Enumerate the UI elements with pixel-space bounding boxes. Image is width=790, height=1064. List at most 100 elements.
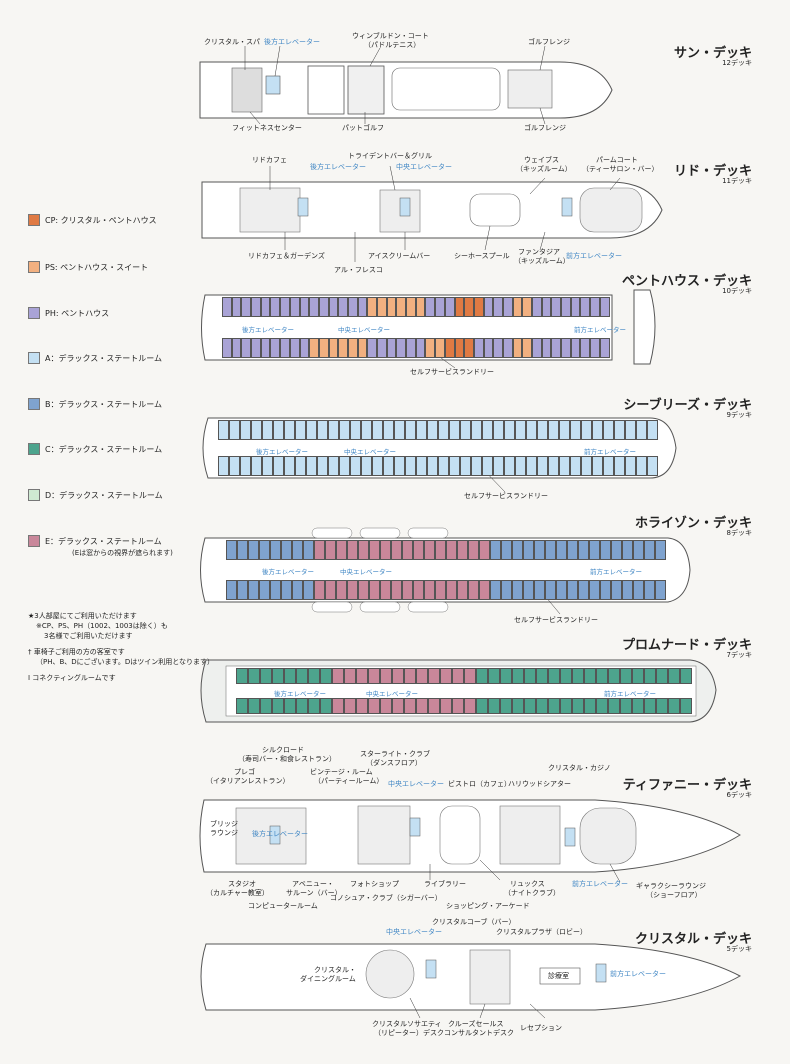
cabin	[501, 580, 512, 600]
label-library: ライブラリー	[424, 880, 466, 888]
cabin	[556, 540, 567, 560]
cabin	[424, 580, 435, 600]
cabin	[347, 580, 358, 600]
cabin	[501, 540, 512, 560]
crystal-deck-num: 5デッキ	[726, 945, 752, 953]
cabin	[473, 338, 484, 358]
cabin	[248, 540, 259, 560]
cabin	[483, 297, 494, 317]
horizon-fwd-elev: 前方エレベーター	[590, 568, 642, 576]
cabin	[350, 420, 361, 440]
cabin	[589, 580, 600, 600]
legend-item-a: A：デラックス・ステートルーム	[28, 352, 162, 364]
cabin	[548, 668, 560, 684]
label-shopping: ショッピング・アーケード	[446, 902, 530, 910]
cabin	[532, 297, 542, 317]
cabin	[356, 698, 368, 714]
cabin	[589, 540, 600, 560]
cabin	[320, 668, 332, 684]
cabin	[368, 668, 380, 684]
label-palm: パームコート	[596, 156, 638, 164]
cabin	[369, 540, 380, 560]
cabin	[488, 668, 500, 684]
cabin	[476, 698, 488, 714]
cabin	[240, 456, 251, 476]
label-lido-garden: リドカフェ＆ガーデンズ	[248, 252, 325, 260]
promenade-deck-num: 7デッキ	[726, 651, 752, 659]
cabin-row	[218, 420, 658, 440]
cabin	[581, 456, 592, 476]
cabin	[347, 540, 358, 560]
label-palm-sub: （ティーサロン・バー）	[582, 165, 659, 173]
cabin	[251, 297, 261, 317]
label-bistro: ビストロ（カフェ）	[448, 780, 511, 788]
tiffany-bistro	[439, 805, 481, 865]
cabin	[524, 698, 536, 714]
label-studio: スタジオ	[228, 880, 256, 888]
cabin	[377, 338, 387, 358]
cabin	[561, 338, 571, 358]
label-trident: トライデントバー＆グリル	[348, 152, 432, 160]
cabin	[272, 698, 284, 714]
cabin	[284, 420, 295, 440]
cabin	[440, 668, 452, 684]
cabin	[280, 338, 290, 358]
cabin	[237, 580, 248, 600]
cabin	[438, 420, 449, 440]
cabin	[611, 580, 622, 600]
cabin	[405, 456, 416, 476]
label-avenue: アベニュー・	[292, 880, 334, 888]
cabin	[482, 420, 493, 440]
label-sun-aft-elev: 後方エレベーター	[264, 38, 320, 46]
crystal-dining	[365, 949, 415, 999]
cabin	[308, 698, 320, 714]
label-cove: クリスタルコーブ（バー）	[432, 918, 516, 926]
cabin	[336, 540, 347, 560]
label-waves: ウェイブス	[524, 156, 559, 164]
cabin	[292, 540, 303, 560]
cabin	[545, 580, 556, 600]
cabin	[392, 698, 404, 714]
cabin	[339, 456, 350, 476]
cabin	[523, 540, 534, 560]
cabin	[415, 338, 426, 358]
seabreeze-laundry: セルフサービスランドリー	[464, 492, 548, 500]
cabin	[347, 338, 358, 358]
legend-label: B：デラックス・ステートルーム	[45, 399, 163, 409]
label-golf-top: ゴルフレンジ	[528, 38, 570, 46]
legend-label: CP: クリスタル・ペントハウス	[45, 215, 157, 225]
cabin	[536, 668, 548, 684]
cabin	[502, 297, 513, 317]
cabin	[416, 420, 427, 440]
cabin	[344, 698, 356, 714]
cabin	[270, 540, 281, 560]
cabin	[479, 580, 490, 600]
cabin	[534, 540, 545, 560]
cabin	[578, 540, 589, 560]
cabin	[241, 338, 252, 358]
cabin-row	[226, 580, 666, 600]
cabin	[306, 420, 317, 440]
cabin	[259, 540, 270, 560]
label-prego: プレゴ	[234, 768, 255, 776]
cabin	[231, 338, 242, 358]
cabin	[560, 668, 572, 684]
cabin	[636, 420, 647, 440]
cabin	[537, 456, 548, 476]
cabin	[295, 420, 306, 440]
cabin	[625, 456, 636, 476]
cabin	[454, 338, 465, 358]
cabin	[464, 338, 474, 358]
cabin	[464, 668, 476, 684]
cabin	[332, 668, 344, 684]
label-cruise-sub: コンサルタントデスク	[444, 1029, 514, 1037]
cabin	[548, 420, 559, 440]
cabin	[248, 580, 259, 600]
cabin-row	[218, 456, 658, 476]
cabin	[361, 420, 372, 440]
cabin	[416, 668, 428, 684]
label-lido-fwd-elev: 前方エレベーター	[566, 252, 622, 260]
penthouse-bow	[633, 289, 656, 365]
cabin	[570, 338, 581, 358]
cabin	[572, 698, 584, 714]
